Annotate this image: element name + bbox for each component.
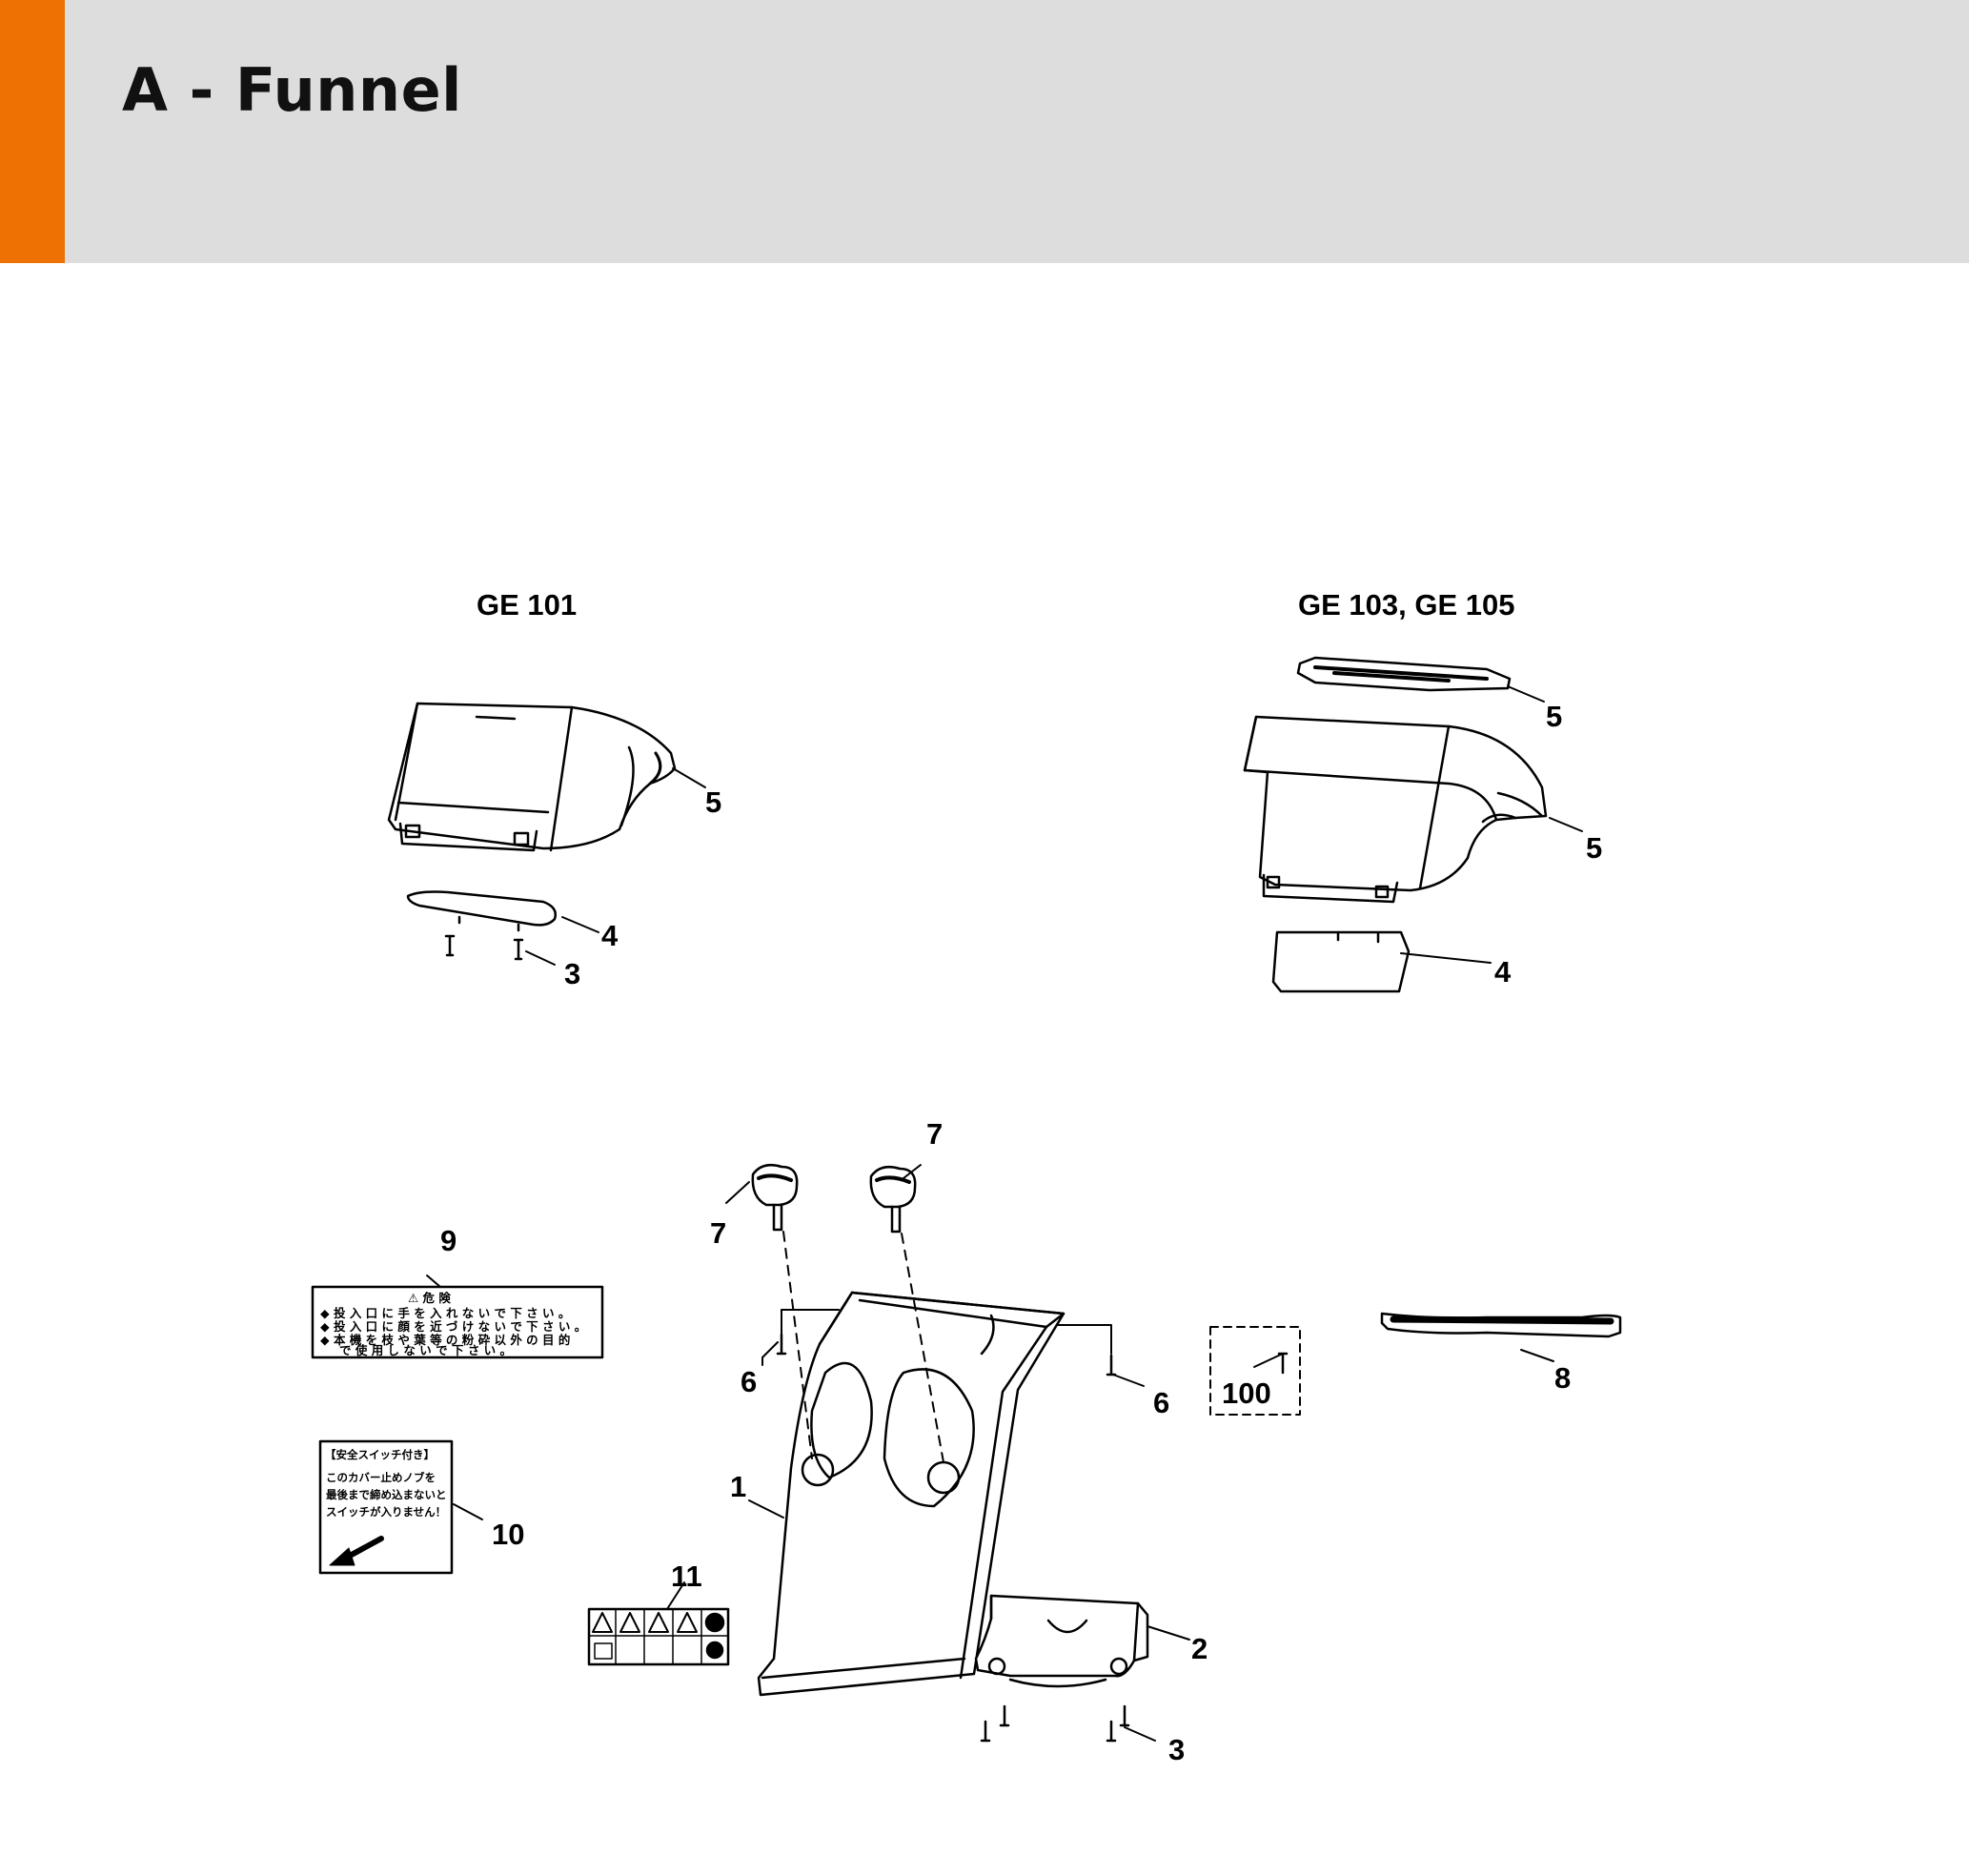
decal-warning-heading: ⚠ 危 険 [408, 1291, 451, 1305]
callout-7: 7 [926, 1117, 943, 1151]
leader-lines [426, 685, 1583, 1742]
bracket-screws [980, 1704, 1130, 1743]
kit-box [1209, 1326, 1301, 1416]
decal-switch-line: このカバー止めノブを [326, 1471, 436, 1484]
callout-7: 7 [710, 1216, 726, 1250]
knob-right [869, 1166, 917, 1234]
ge101-screws [444, 934, 524, 961]
decal-warning-line: ◆ 投 入 口 に 手 を 入 れ な い で 下 さ い 。 [320, 1306, 570, 1320]
ge10x-top-cover [1243, 715, 1548, 904]
callout-10: 10 [492, 1518, 524, 1551]
callout-5: 5 [1546, 700, 1562, 733]
funnel-body [757, 1291, 1066, 1697]
callout-5: 5 [705, 785, 721, 819]
pictogram-protection-icon [705, 1641, 724, 1660]
callout-11: 11 [671, 1560, 702, 1593]
callout-5: 5 [1586, 831, 1602, 865]
decal-switch-line: スイッチが入りません！ [326, 1505, 446, 1519]
callout-6: 6 [1153, 1386, 1169, 1419]
section-label-ge103-ge105: GE 103, GE 105 [1298, 588, 1514, 622]
ge101-flap [406, 890, 557, 932]
screw-left [776, 1333, 787, 1356]
header-accent-bar [0, 0, 65, 263]
screw-right [1106, 1354, 1117, 1376]
pictogram-manual-icon [594, 1642, 613, 1660]
ge10x-top-plate [1296, 656, 1512, 692]
ge10x-flap [1271, 930, 1411, 993]
decal-switch-heading: 【安全スイッチ付き】 [325, 1448, 435, 1461]
decal-warning-line: ◆ 本 機 を 枝 や 葉 等 の 粉 砕 以 外 の 目 的 [320, 1333, 570, 1347]
decal-warning-frame [311, 1285, 604, 1359]
page-title: A - Funnel [122, 55, 462, 125]
callout-8: 8 [1554, 1361, 1571, 1395]
callout-100: 100 [1222, 1376, 1271, 1410]
decal-switch-line: 最後まで締め込まないと [326, 1488, 447, 1501]
callout-2: 2 [1191, 1632, 1208, 1665]
callout-3: 3 [1168, 1733, 1185, 1766]
callout-9: 9 [440, 1224, 457, 1257]
decal-warning-line: で 使 用 し な い で 下 さ い 。 [339, 1343, 512, 1357]
callout-6: 6 [741, 1365, 757, 1398]
decal-switch-frame [318, 1439, 454, 1575]
assembly-guide-lines [782, 1231, 944, 1463]
pictogram-protection-icon [704, 1612, 725, 1633]
callout-3: 3 [564, 957, 580, 990]
callout-1: 1 [730, 1470, 746, 1503]
pictogram-hazard-icon [677, 1612, 698, 1633]
screw-guide-lines [781, 1309, 1112, 1355]
decal-warning-line: ◆ 投 入 口 に 顔 を 近 づ け な い で 下 さ い 。 [320, 1319, 586, 1334]
callout-4: 4 [601, 919, 619, 952]
bracket [974, 1594, 1149, 1688]
decal-switch-arrowhead [329, 1547, 355, 1566]
pictogram-warning-icon [592, 1612, 613, 1633]
knob-left [751, 1164, 799, 1232]
callout-4: 4 [1494, 955, 1512, 989]
bar [1380, 1312, 1622, 1338]
ge101-top-cover [387, 702, 677, 852]
pictogram-hazard-icon [648, 1612, 669, 1633]
pictogram-hazard-icon [619, 1612, 640, 1633]
page-header [0, 0, 1969, 263]
section-label-ge101: GE 101 [477, 588, 577, 622]
kit-screw [1277, 1352, 1289, 1375]
decal-pictograms-frame [587, 1607, 730, 1666]
